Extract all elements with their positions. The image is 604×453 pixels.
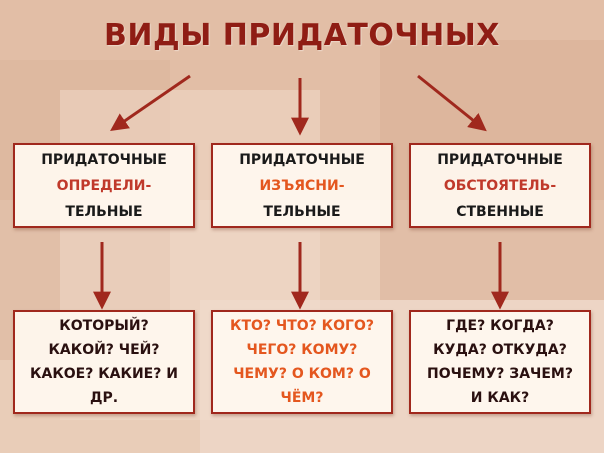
type-name-part1: ОПРЕДЕЛИ-: [56, 177, 152, 194]
arrow-title-to-right: [417, 74, 487, 132]
question-line: И КАК?: [470, 390, 530, 406]
type-label: ПРИДАТОЧНЫЕ: [437, 151, 563, 168]
question-line: КТО? ЧТО? КОГО?: [230, 318, 374, 334]
type-box-explanatory: ПРИДАТОЧНЫЕ ИЗЪЯСНИ- ТЕЛЬНЫЕ: [211, 143, 393, 228]
question-line: КАКОЕ? КАКИЕ? И: [30, 366, 178, 382]
questions-box-attributive: КОТОРЫЙ? КАКОЙ? ЧЕЙ? КАКОЕ? КАКИЕ? И ДР.: [13, 310, 195, 414]
question-line: ЧЕМУ? О КОМ? О: [233, 366, 371, 382]
question-line: КОТОРЫЙ?: [59, 318, 149, 334]
type-box-attributive: ПРИДАТОЧНЫЕ ОПРЕДЕЛИ- ТЕЛЬНЫЕ: [13, 143, 195, 228]
type-name-part1: ИЗЪЯСНИ-: [259, 177, 345, 194]
arrow-title-to-left: [110, 74, 191, 132]
question-line: ЧЕГО? КОМУ?: [246, 342, 358, 358]
type-label: ПРИДАТОЧНЫЕ: [41, 151, 167, 168]
type-name-part2: СТВЕННЫЕ: [456, 203, 544, 220]
questions-box-explanatory: КТО? ЧТО? КОГО? ЧЕГО? КОМУ? ЧЕМУ? О КОМ?…: [211, 310, 393, 414]
type-label: ПРИДАТОЧНЫЕ: [239, 151, 365, 168]
type-name-part2: ТЕЛЬНЫЕ: [263, 203, 341, 220]
question-line: ПОЧЕМУ? ЗАЧЕМ?: [427, 366, 573, 382]
question-line: ДР.: [89, 390, 119, 406]
diagram-title: ВИДЫ ПРИДАТОЧНЫХ: [104, 18, 500, 53]
type-box-adverbial: ПРИДАТОЧНЫЕ ОБСТОЯТЕЛЬ- СТВЕННЫЕ: [409, 143, 591, 228]
question-line: КУДА? ОТКУДА?: [433, 342, 567, 358]
type-name-part1: ОБСТОЯТЕЛЬ-: [443, 177, 557, 194]
question-line: ГДЕ? КОГДА?: [446, 318, 554, 334]
type-name-part2: ТЕЛЬНЫЕ: [65, 203, 143, 220]
question-line: ЧЁМ?: [280, 390, 324, 406]
question-line: КАКОЙ? ЧЕЙ?: [48, 342, 160, 358]
questions-box-adverbial: ГДЕ? КОГДА? КУДА? ОТКУДА? ПОЧЕМУ? ЗАЧЕМ?…: [409, 310, 591, 414]
